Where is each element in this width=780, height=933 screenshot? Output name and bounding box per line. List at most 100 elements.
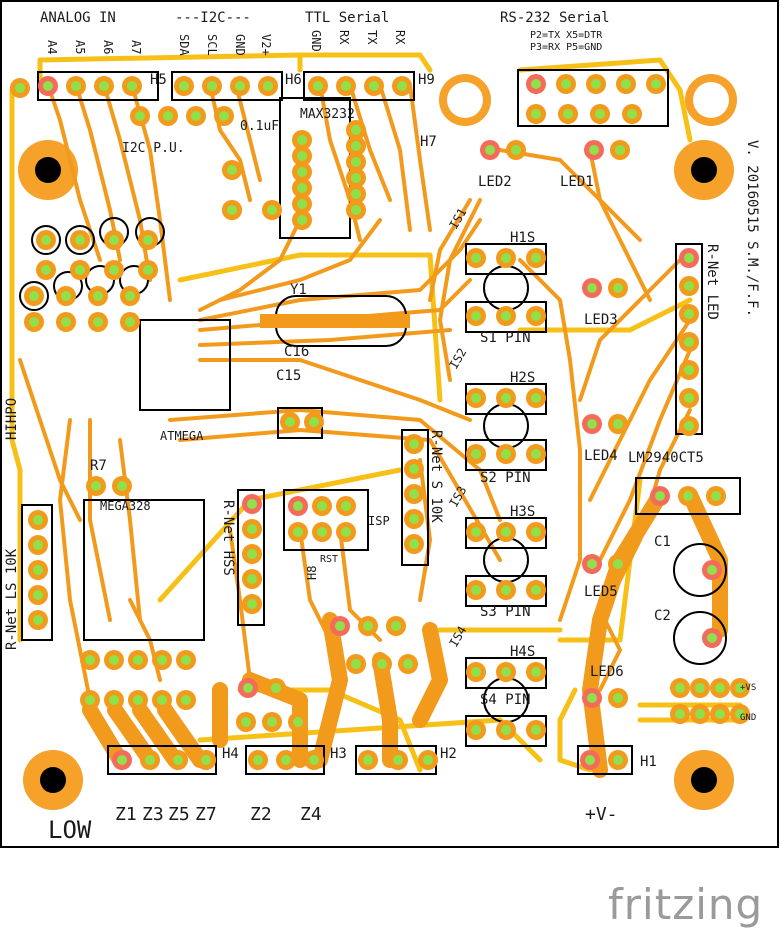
pad-hole xyxy=(125,317,135,327)
pad-hole xyxy=(351,173,361,183)
pad-hole xyxy=(309,417,319,427)
pad-hole xyxy=(267,205,277,215)
pad-hole xyxy=(341,81,351,91)
pad-hole xyxy=(471,393,481,403)
pad-hole xyxy=(471,527,481,537)
pad-hole xyxy=(181,655,191,665)
pad-hole xyxy=(351,205,361,215)
pad-hole xyxy=(247,549,257,559)
label-max3232: MAX3232 xyxy=(300,107,355,122)
pad-hole xyxy=(707,565,717,575)
pad-hole xyxy=(684,421,694,431)
pad-hole xyxy=(157,655,167,665)
pad-hole xyxy=(281,755,291,765)
pad-hole xyxy=(587,419,597,429)
label-a4: A4 xyxy=(45,40,59,54)
pad-hole xyxy=(684,393,694,403)
pad-hole xyxy=(219,111,229,121)
label-rnet-ls: R-Net LS 10K xyxy=(4,548,20,650)
pad-hole xyxy=(683,491,693,501)
label-i2c-pu: I2C P.U. xyxy=(122,141,185,156)
pad-hole xyxy=(675,683,685,693)
label-hihpo: HIHPO xyxy=(4,398,20,440)
pad-hole xyxy=(297,215,307,225)
pad-hole xyxy=(613,693,623,703)
pad-hole xyxy=(351,141,361,151)
pad-hole xyxy=(391,621,401,631)
pad-hole xyxy=(711,491,721,501)
pad-hole xyxy=(179,81,189,91)
pad-hole xyxy=(471,667,481,677)
pad-hole xyxy=(531,527,541,537)
pad-hole xyxy=(207,81,217,91)
pad-hole xyxy=(247,499,257,509)
pad-hole xyxy=(423,755,433,765)
pad-hole xyxy=(313,81,323,91)
pad-hole xyxy=(501,311,511,321)
pad-hole xyxy=(621,79,631,89)
pad-hole xyxy=(335,621,345,631)
label-c2: C2 xyxy=(654,608,671,624)
pcb-board: ANALOG IN ---I2C--- TTL Serial RS-232 Se… xyxy=(0,0,779,848)
label-s3-pin: S3 PIN xyxy=(480,604,531,620)
pad-hole xyxy=(531,667,541,677)
label-h2: H2 xyxy=(440,746,457,762)
label-pin-map-2: P3=RX P5=GND xyxy=(530,42,602,53)
pad-hole xyxy=(253,755,263,765)
pad-hole xyxy=(613,283,623,293)
pad-hole xyxy=(561,79,571,89)
pad-hole xyxy=(227,165,237,175)
pad-hole xyxy=(99,81,109,91)
label-h4: H4 xyxy=(222,746,239,762)
pad-hole xyxy=(409,489,419,499)
label-h9: H9 xyxy=(418,72,435,88)
pad-hole xyxy=(471,253,481,263)
pad-hole xyxy=(317,501,327,511)
pad-hole xyxy=(309,755,319,765)
pad-hole xyxy=(41,265,51,275)
pad-hole xyxy=(587,693,597,703)
pad-hole xyxy=(71,81,81,91)
pad-hole xyxy=(501,449,511,459)
label-h6: H6 xyxy=(285,72,302,88)
pad-hole xyxy=(29,317,39,327)
label-scl: SCL xyxy=(205,34,219,56)
pad-hole xyxy=(85,655,95,665)
label-h3s: H3S xyxy=(510,504,535,520)
label-vs-plus: +VS xyxy=(740,683,756,693)
label-ttl-gnd: GND xyxy=(309,30,323,52)
pad-hole xyxy=(393,755,403,765)
label-z5: Z5 xyxy=(168,804,190,825)
pad-hole xyxy=(501,253,511,263)
label-rnet-s: R-Net S 10K xyxy=(428,430,444,523)
label-chip: MEGA328 xyxy=(100,499,151,513)
pad-hole xyxy=(589,145,599,155)
pad-hole xyxy=(684,253,694,263)
pad-hole xyxy=(363,755,373,765)
pad-hole xyxy=(109,235,119,245)
pad-hole xyxy=(684,337,694,347)
crystal-y1 xyxy=(260,295,410,347)
label-s1-pin: S1 PIN xyxy=(480,330,531,346)
pad-hole xyxy=(471,725,481,735)
pad-hole xyxy=(297,167,307,177)
label-ttl-serial: TTL Serial xyxy=(305,10,389,26)
pad-hole xyxy=(595,109,605,119)
mounting-holes xyxy=(18,74,737,810)
pad-hole xyxy=(471,449,481,459)
label-c15: C15 xyxy=(276,368,301,384)
label-led3: LED3 xyxy=(584,312,618,328)
pad-hole xyxy=(173,755,183,765)
pad-hole xyxy=(61,317,71,327)
label-rnet-hss: R-Net HSS xyxy=(220,500,236,576)
label-v2-plus: V2+ xyxy=(259,34,273,56)
pad-hole xyxy=(613,755,623,765)
pad-hole xyxy=(613,559,623,569)
pad-hole xyxy=(501,585,511,595)
label-rnet-led: R-Net LED xyxy=(704,244,720,320)
pad-hole xyxy=(351,659,361,669)
pad-hole xyxy=(317,527,327,537)
pad-hole xyxy=(133,655,143,665)
pad-hole xyxy=(531,79,541,89)
label-h2s: H2S xyxy=(510,370,535,386)
